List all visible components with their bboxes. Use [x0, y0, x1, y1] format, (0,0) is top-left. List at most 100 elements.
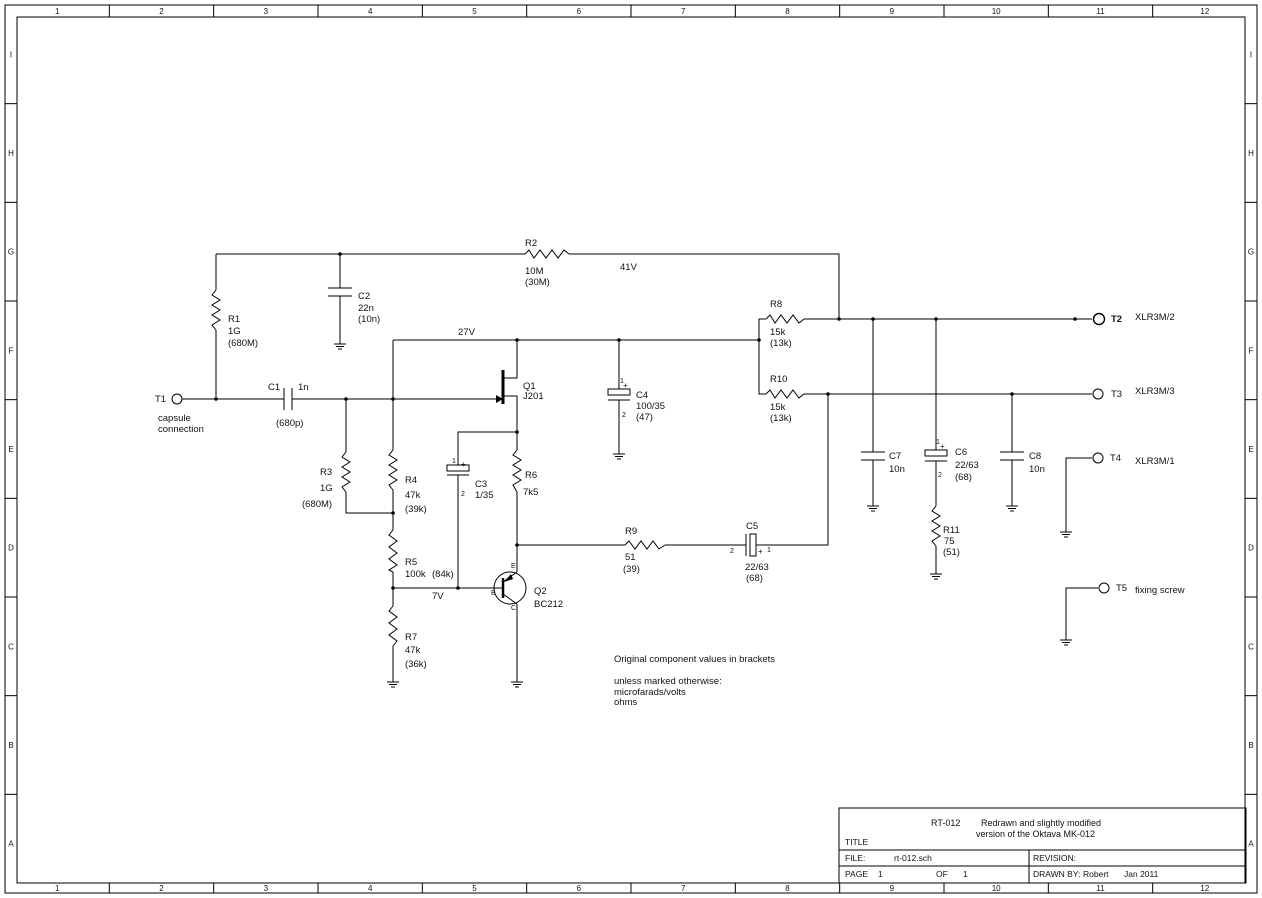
note-line4: ohms	[614, 697, 637, 708]
capacitor-c4-symbol	[607, 380, 631, 406]
grid-col-label-top: 6	[577, 7, 582, 16]
t4-ref: T4	[1110, 453, 1121, 464]
resistor-r4-symbol	[388, 449, 398, 492]
r8-ref: R8	[770, 299, 782, 310]
r3-ref: R3	[320, 467, 332, 478]
r9-orig: (39)	[623, 564, 640, 575]
title-desc-line2: version of the Oktava MK-012	[976, 829, 1095, 839]
junctions	[214, 252, 1077, 590]
drawn-date: Jan 2011	[1124, 869, 1159, 879]
jfet-q1-symbol	[496, 370, 518, 404]
resistor-r3-symbol	[341, 451, 351, 493]
grid-row-label-right: C	[1248, 642, 1254, 651]
grid-col-label-top: 8	[785, 7, 790, 16]
t3-ref: T3	[1111, 389, 1122, 400]
grid-col-label-top: 10	[992, 7, 1001, 16]
grid-col-label-top: 5	[472, 7, 477, 16]
grid-col-label-top: 11	[1096, 7, 1105, 16]
q2-ref: Q2	[534, 586, 547, 597]
q2-pin-b: B	[491, 590, 496, 597]
title-doc-number: RT-012	[931, 818, 960, 828]
t2-ref: T2	[1111, 314, 1122, 325]
r11-orig: (51)	[943, 547, 960, 558]
c3-pin1: 1	[452, 458, 456, 465]
r3-orig: (680M)	[302, 499, 332, 510]
grid-col-label-bottom: 1	[55, 884, 60, 893]
q2-pin-c: C	[511, 605, 516, 612]
grid-row-label-left: H	[8, 149, 14, 158]
grid-col-label-bottom: 3	[264, 884, 269, 893]
c2-value: 22n	[358, 303, 374, 314]
grid-row-label-right: B	[1248, 741, 1253, 750]
c4-value: 100/35	[636, 401, 665, 412]
capacitor-c3-symbol	[446, 460, 470, 478]
c6-value: 22/63	[955, 460, 979, 471]
c7-value: 10n	[889, 464, 905, 475]
c8-ref: C8	[1029, 451, 1041, 462]
capacitor-c6-symbol	[924, 446, 948, 466]
grid-col-label-top: 2	[159, 7, 164, 16]
t1-desc-line1: capsule	[158, 413, 191, 424]
r3-value: 1G	[320, 483, 333, 494]
terminal-t5-circle	[1098, 582, 1110, 594]
q1-ref: Q1	[523, 381, 536, 392]
grid-col-label-top: 1	[55, 7, 60, 16]
t1-ref: T1	[155, 394, 166, 405]
r10-orig: (13k)	[770, 413, 792, 424]
c3-plus: +	[461, 460, 466, 469]
c6-orig: (68)	[955, 472, 972, 483]
t1-desc-line2: connection	[158, 424, 204, 435]
resistor-r7-symbol	[388, 605, 398, 647]
capacitor-c1-symbol	[283, 388, 293, 410]
note-line2: unless marked otherwise:	[614, 676, 722, 687]
c5-value: 22/63	[745, 562, 769, 573]
r4-ref: R4	[405, 475, 417, 486]
grid-col-label-bottom: 7	[681, 884, 686, 893]
t2-desc: XLR3M/2	[1135, 312, 1175, 323]
c4-plus: +	[623, 381, 628, 390]
grid-row-label-right: I	[1250, 50, 1252, 59]
r11-value: 75	[944, 536, 955, 547]
c3-ref: C3	[475, 479, 487, 490]
q2-pin-e: E	[511, 563, 516, 570]
grid-col-label-bottom: 6	[577, 884, 582, 893]
c1-ref: C1	[268, 382, 280, 393]
r2-orig: (30M)	[525, 277, 550, 288]
r2-ref: R2	[525, 238, 537, 249]
r1-orig: (680M)	[228, 338, 258, 349]
grid-row-label-right: D	[1248, 544, 1254, 553]
c5-ref: C5	[746, 521, 758, 532]
resistor-r6-symbol	[512, 449, 522, 493]
r7-ref: R7	[405, 632, 417, 643]
t5-ref: T5	[1116, 583, 1127, 594]
grid-row-label-left: A	[8, 840, 14, 849]
title-label: TITLE	[845, 837, 868, 847]
grid-col-label-top: 9	[890, 7, 895, 16]
r9-ref: R9	[625, 526, 637, 537]
q1-value: J201	[523, 391, 544, 402]
t4-desc: XLR3M/1	[1135, 456, 1175, 467]
drawn-by-label: DRAWN BY:	[1033, 869, 1080, 879]
r5-value: 100k	[405, 569, 426, 580]
grid-col-label-bottom: 10	[992, 884, 1001, 893]
grid-col-label-bottom: 8	[785, 884, 790, 893]
r1-ref: R1	[228, 314, 240, 325]
net-41v: 41V	[620, 262, 638, 273]
c2-ref: C2	[358, 291, 370, 302]
c6-ref: C6	[955, 447, 967, 458]
c5-orig: (68)	[746, 573, 763, 584]
c5-pin1: 1	[767, 547, 771, 554]
t3-desc: XLR3M/3	[1135, 386, 1175, 397]
resistor-r10-symbol	[765, 389, 805, 399]
title-block: RT-012 Redrawn and slightly modified ver…	[838, 807, 1247, 884]
r8-orig: (13k)	[770, 338, 792, 349]
revision-label: REVISION:	[1033, 853, 1076, 863]
resistor-r8-symbol	[765, 314, 805, 324]
c5-pin2: 2	[730, 548, 734, 555]
r7-value: 47k	[405, 645, 421, 656]
r1-value: 1G	[228, 326, 241, 337]
grid-row-label-left: C	[8, 642, 14, 651]
of-value: 1	[963, 869, 968, 879]
drawn-by-value: Robert	[1083, 869, 1109, 879]
